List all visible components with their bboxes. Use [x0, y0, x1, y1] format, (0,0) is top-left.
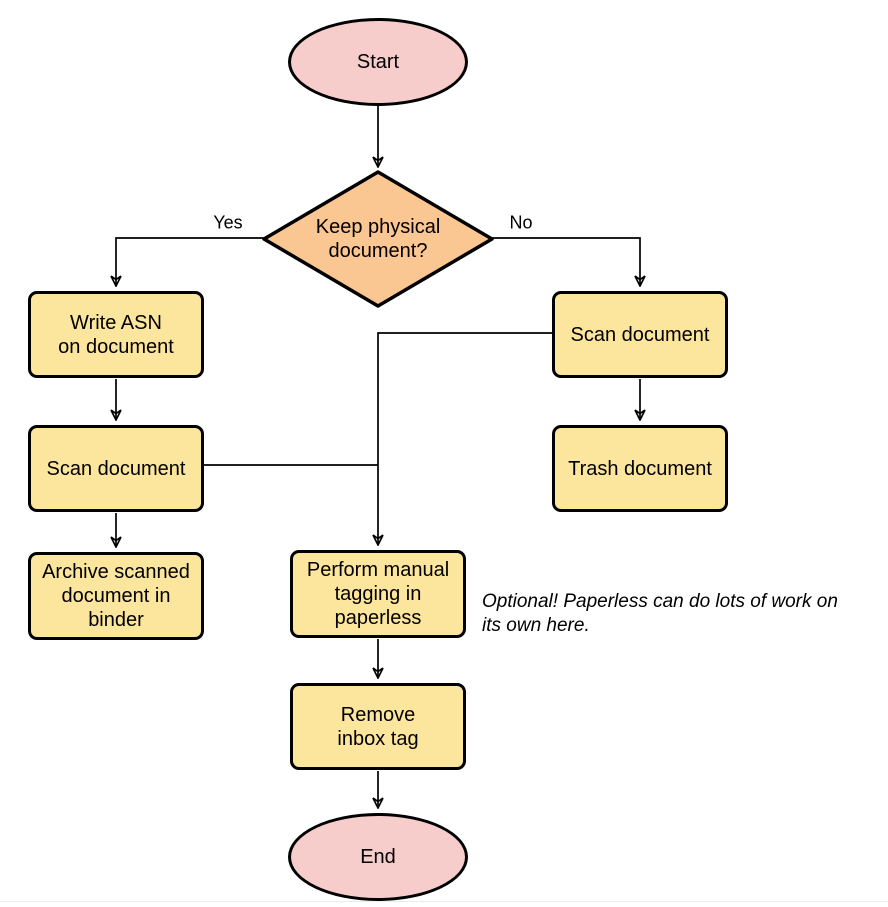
- node-manual-tagging: Perform manual tagging in paperless: [290, 550, 466, 638]
- node-start-label: Start: [356, 51, 400, 73]
- node-write-asn-label: Write ASN on document: [58, 311, 174, 358]
- node-remove-inbox-tag-label: Remove inbox tag: [337, 703, 419, 750]
- annotation-note: Optional! Paperless can do lots of work …: [482, 591, 838, 636]
- node-end-label: End: [360, 846, 396, 868]
- edge-label-yes: Yes: [211, 212, 245, 234]
- edge-decision-no-to-scan-right: [492, 237, 640, 286]
- node-archive-binder: Archive scanned document in binder: [28, 552, 204, 640]
- bottom-divider: [0, 901, 888, 902]
- node-trash-document: Trash document: [552, 425, 728, 512]
- node-decision-label: Keep physical document?: [315, 216, 441, 262]
- node-scan-document-right: Scan document: [552, 291, 728, 378]
- node-scan-document-right-label: Scan document: [570, 323, 710, 346]
- edge-label-no: No: [507, 212, 535, 234]
- node-write-asn: Write ASN on document: [28, 291, 204, 378]
- node-archive-binder-label: Archive scanned document in binder: [42, 561, 190, 631]
- edge-decision-yes-to-write-asn: [116, 237, 264, 286]
- node-trash-document-label: Trash document: [568, 457, 712, 480]
- node-remove-inbox-tag: Remove inbox tag: [290, 683, 466, 770]
- decision-diamond-shape: [262, 170, 494, 308]
- edge-scan-right-to-tagging: [378, 332, 552, 545]
- node-end: End: [288, 813, 468, 901]
- node-start: Start: [288, 18, 468, 106]
- node-scan-document-left: Scan document: [28, 425, 204, 512]
- node-scan-document-left-label: Scan document: [46, 457, 186, 480]
- node-manual-tagging-label: Perform manual tagging in paperless: [306, 559, 450, 629]
